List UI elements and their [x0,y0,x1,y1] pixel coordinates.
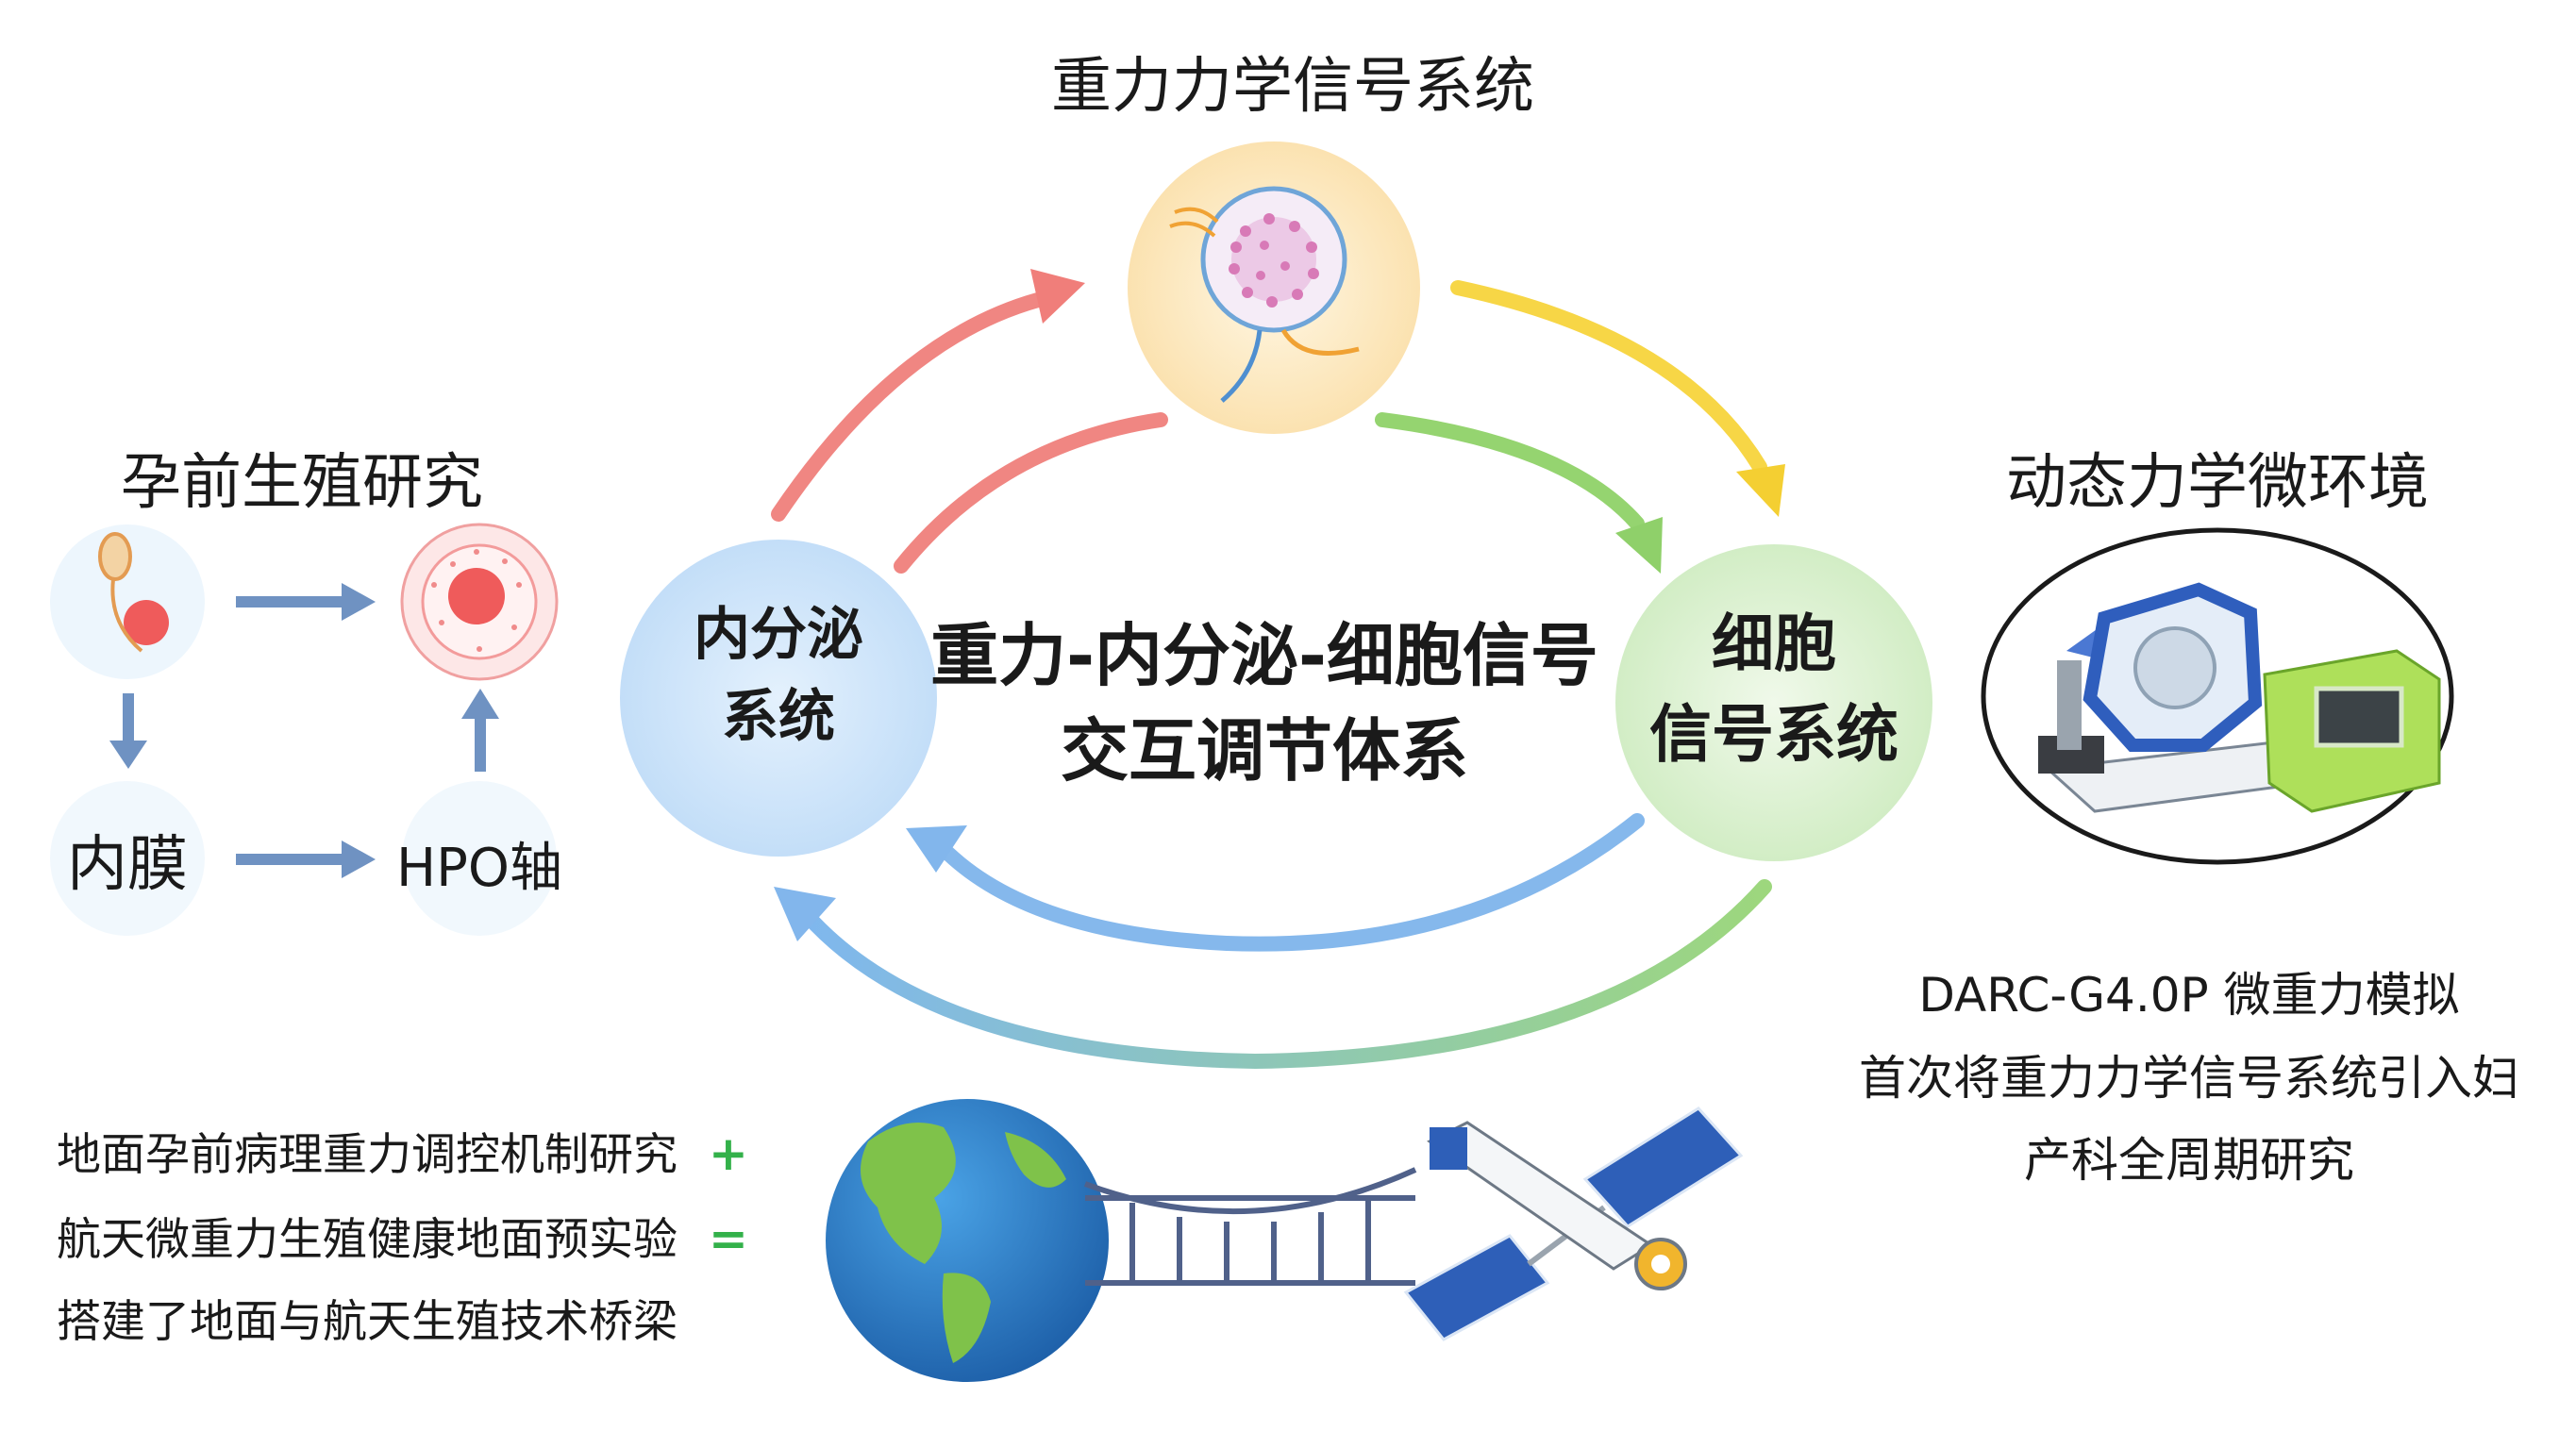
arrow-endocrine-to-gravity-inner [894,412,1168,574]
bridge-desc-text-2: 航天微重力生殖健康地面预实验 [57,1214,677,1266]
plus-operator: + [708,1126,748,1181]
dynamic-microenvironment-title: 动态力学微环境 [2006,448,2429,518]
arrow-cell-to-endocrine-outer [799,879,1772,1070]
follicle-illustration [421,543,538,660]
device-desc-line-3: 产科全周期研究 [2024,1133,2354,1188]
arrow-gravity-to-cell-inner [1375,412,1645,531]
repro-panel-arrows [109,583,499,878]
arrow-head-blue-outer [774,887,836,941]
bridge-desc-text-1: 地面孕前病理重力调控机制研究 [57,1129,677,1181]
oocyte-sperm-circle [50,524,205,679]
cell-node [1615,544,1932,861]
arrow-endocrine-to-gravity-outer [771,292,1045,522]
device-desc-line-2: 首次将重力力学信号系统引入妇 [1859,1051,2519,1106]
endocrine-node-label: 内分泌 系统 [661,594,896,758]
endometrium-label: 内膜 [67,830,188,900]
arrow-head-yellow [1736,464,1785,517]
endocrine-node [620,540,937,857]
bridge-desc-line-1: 地面孕前病理重力调控机制研究 + [57,1118,748,1183]
darc-device-illustration [2038,582,2441,813]
gravity-system-title: 重力力学信号系统 [1051,52,1534,122]
earth-continents [861,1123,1066,1363]
space-station-icon [1403,1107,1744,1341]
sperm-egg-illustration [98,532,169,653]
oocyte-illustration [1169,186,1360,403]
center-caption: 重力-内分泌-细胞信号 交互调节体系 [896,608,1632,799]
bridge-desc-text-3: 搭建了地面与航天生殖技术桥梁 [57,1296,677,1348]
device-desc-line-1: DARC-G4.0P 微重力模拟 [1918,968,2460,1023]
hpo-circle [402,781,557,936]
bridge-desc-line-2: 航天微重力生殖健康地面预实验 = [57,1203,748,1268]
arrow-cell-to-endocrine-inner [936,813,1645,952]
endometrium-circle [50,781,205,936]
endocrine-label-line-1: 内分泌 [694,602,863,668]
equals-operator: = [708,1211,748,1266]
bridge-desc-line-3: 搭建了地面与航天生殖技术桥梁 [57,1285,677,1350]
center-line-2: 交互调节体系 [1060,710,1468,791]
preconception-research-title: 孕前生殖研究 [121,448,483,518]
arrow-head-green [1615,517,1663,574]
hpo-axis-label: HPO轴 [396,838,562,899]
cell-label-line-2: 信号系统 [1649,697,1899,771]
bridge-illustration [1083,1167,1417,1286]
arrow-head-blue-inner [906,825,967,873]
cell-node-label: 细胞 信号系统 [1632,599,1915,779]
center-line-1: 重力-内分泌-细胞信号 [930,616,1598,695]
cell-label-line-1: 细胞 [1712,607,1836,680]
endocrine-label-line-2: 系统 [722,684,835,750]
arrow-gravity-to-cell [1450,280,1767,474]
arrow-head-red-outer [1030,269,1085,324]
